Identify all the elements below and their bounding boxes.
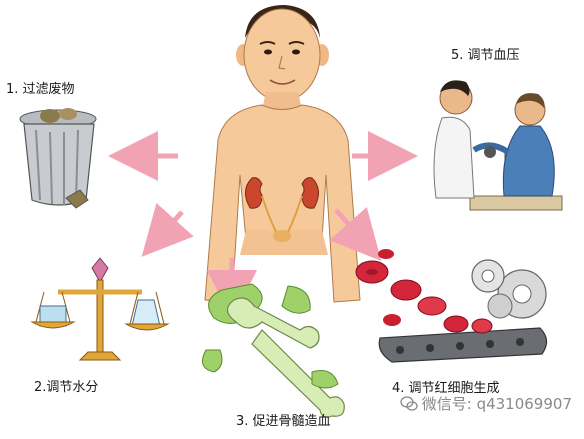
blood-pressure-scene-icon [433,80,563,211]
wechat-icon [400,395,418,411]
trash-can-icon [19,108,97,209]
arrow-to-rbc [329,206,382,261]
label-water-balance: 2.调节水分 [34,380,99,395]
bone-icon [201,283,345,418]
label-filter-waste: 1. 过滤废物 [6,82,75,97]
arrow-to-water [141,202,194,257]
balance-scale-icon [30,257,170,361]
label-bone-blood: 3. 促进骨髓造血 [236,414,331,429]
human-figure [204,5,361,303]
label-rbc-production: 4. 调节红细胞生成 [392,381,500,396]
watermark-text: 微信号: q431069907 [421,395,572,413]
watermark: 微信号: q431069907 [400,393,572,414]
label-blood-pressure: 5. 调节血压 [451,48,520,63]
red-blood-cell-factory-icon [355,249,548,363]
